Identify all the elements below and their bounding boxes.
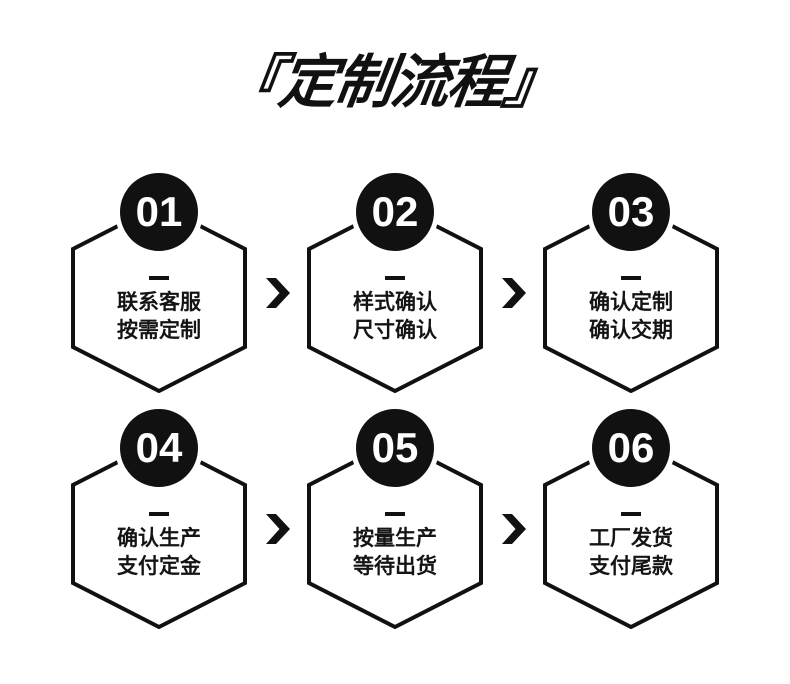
flow-row-1: 01 联系客服 按需定制 02 样式确认 尺寸确认: [0, 167, 790, 393]
divider-dash: [149, 275, 169, 280]
step-number: 05: [371, 423, 419, 471]
hexagon-outline: [543, 202, 719, 393]
step-number: 02: [371, 187, 419, 235]
step-text-line2: 等待出货: [353, 554, 437, 578]
divider-dash: [621, 511, 641, 516]
divider-dash: [385, 511, 405, 516]
step-number: 03: [607, 187, 655, 235]
step-number-badge: 06: [587, 403, 675, 492]
step-text-line1: 确认生产: [117, 526, 201, 550]
hexagon-outline: [307, 438, 483, 629]
step-text-line1: 样式确认: [353, 290, 437, 314]
step-content: 按量生产 等待出货: [307, 511, 483, 581]
chevron-right-icon: [501, 513, 526, 544]
process-step-2: 02 样式确认 尺寸确认: [307, 167, 483, 393]
step-number-badge: 02: [351, 167, 439, 256]
arrow-next: [247, 173, 307, 393]
step-text-line2: 支付定金: [117, 554, 201, 578]
arrow-next: [247, 409, 307, 629]
step-content: 样式确认 尺寸确认: [307, 275, 483, 345]
hexagon-outline: [307, 202, 483, 393]
step-text-line2: 支付尾款: [589, 554, 673, 578]
step-content: 确认生产 支付定金: [71, 511, 247, 581]
step-number-badge: 03: [587, 167, 675, 256]
hexagon-outline: [543, 438, 719, 629]
process-step-3: 03 确认定制 确认交期: [543, 167, 719, 393]
divider-dash: [385, 275, 405, 280]
step-text-line1: 按量生产: [353, 526, 437, 550]
chevron-right-icon: [501, 277, 526, 308]
process-step-1: 01 联系客服 按需定制: [71, 167, 247, 393]
chevron-right-icon: [265, 513, 290, 544]
step-content: 工厂发货 支付尾款: [543, 511, 719, 581]
step-number-badge: 05: [351, 403, 439, 492]
step-number: 04: [135, 423, 183, 471]
process-step-5: 05 按量生产 等待出货: [307, 403, 483, 629]
step-number-badge: 04: [115, 403, 203, 492]
divider-dash: [621, 275, 641, 280]
process-step-4: 04 确认生产 支付定金: [71, 403, 247, 629]
flow-row-2: 04 确认生产 支付定金 05 按量生产 等待出货: [0, 403, 790, 629]
step-text-line1: 工厂发货: [589, 526, 673, 550]
chevron-right-icon: [265, 277, 290, 308]
page-title: 『定制流程』: [219, 50, 565, 115]
hexagon-outline: [71, 202, 247, 393]
arrow-next: [483, 409, 543, 629]
step-number-badge: 01: [115, 167, 203, 256]
process-step-6: 06 工厂发货 支付尾款: [543, 403, 719, 629]
step-number: 06: [607, 423, 655, 471]
step-text-line1: 确认定制: [589, 290, 673, 314]
hexagon-outline: [71, 438, 247, 629]
divider-dash: [149, 511, 169, 516]
step-text-line2: 确认交期: [589, 318, 673, 342]
step-number: 01: [135, 187, 183, 235]
arrow-next: [483, 173, 543, 393]
step-text-line1: 联系客服: [117, 290, 201, 314]
step-text-line2: 按需定制: [117, 318, 201, 342]
step-content: 联系客服 按需定制: [71, 275, 247, 345]
step-text-line2: 尺寸确认: [353, 318, 437, 342]
step-content: 确认定制 确认交期: [543, 275, 719, 345]
